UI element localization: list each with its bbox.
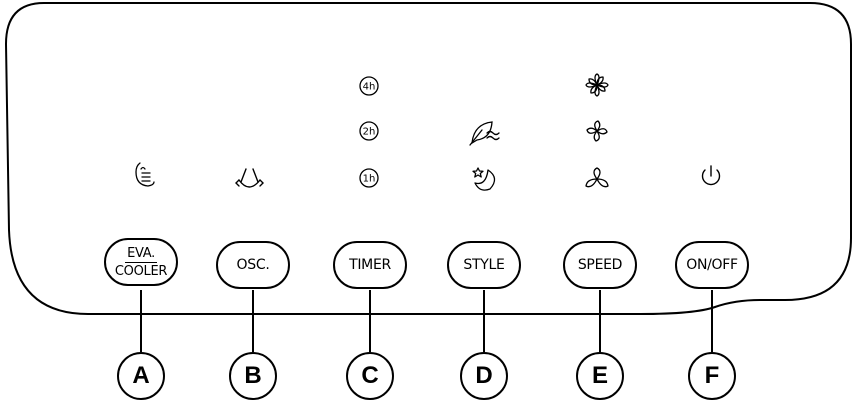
osc-button-label: OSC.: [236, 257, 270, 273]
timer-indicator-1h: 1h: [359, 168, 379, 188]
callout-f: F: [688, 352, 736, 400]
timer-indicator-4h: 4h: [359, 76, 379, 96]
timer-indicator-2h: 2h: [359, 121, 379, 141]
callout-a: A: [117, 352, 165, 400]
timer-indicator-4h-label: 4h: [363, 82, 376, 93]
on-off-button[interactable]: ON/OFF: [675, 241, 749, 289]
fan-high-icon: [585, 73, 609, 97]
natural-wind-icon: [469, 121, 500, 146]
evaporative-cooler-icon: [135, 162, 155, 187]
sleep-mode-icon: [472, 167, 496, 191]
oscillation-icon: [235, 168, 264, 188]
callout-d: D: [460, 352, 508, 400]
callout-e: E: [576, 352, 624, 400]
osc-button[interactable]: OSC.: [216, 241, 290, 289]
eva-cooler-button-label-bottom: COOLER: [114, 263, 168, 279]
style-button-label: STYLE: [463, 257, 505, 273]
callout-b: B: [229, 352, 277, 400]
timer-indicator-1h-label: 1h: [363, 174, 376, 185]
fan-low-icon: [585, 167, 609, 188]
power-icon: [701, 165, 721, 186]
timer-button[interactable]: TIMER: [333, 241, 407, 289]
eva-cooler-button[interactable]: EVA. COOLER: [104, 238, 178, 286]
timer-button-label: TIMER: [349, 257, 391, 273]
eva-cooler-button-label-top: EVA.: [125, 245, 157, 263]
speed-button[interactable]: SPEED: [563, 241, 637, 289]
style-button[interactable]: STYLE: [447, 241, 521, 289]
timer-indicator-2h-label: 2h: [363, 127, 376, 138]
callout-c: C: [346, 352, 394, 400]
speed-button-label: SPEED: [577, 257, 623, 273]
panel-outline: [4, 2, 852, 315]
fan-medium-icon: [586, 120, 608, 142]
on-off-button-label: ON/OFF: [686, 257, 738, 273]
